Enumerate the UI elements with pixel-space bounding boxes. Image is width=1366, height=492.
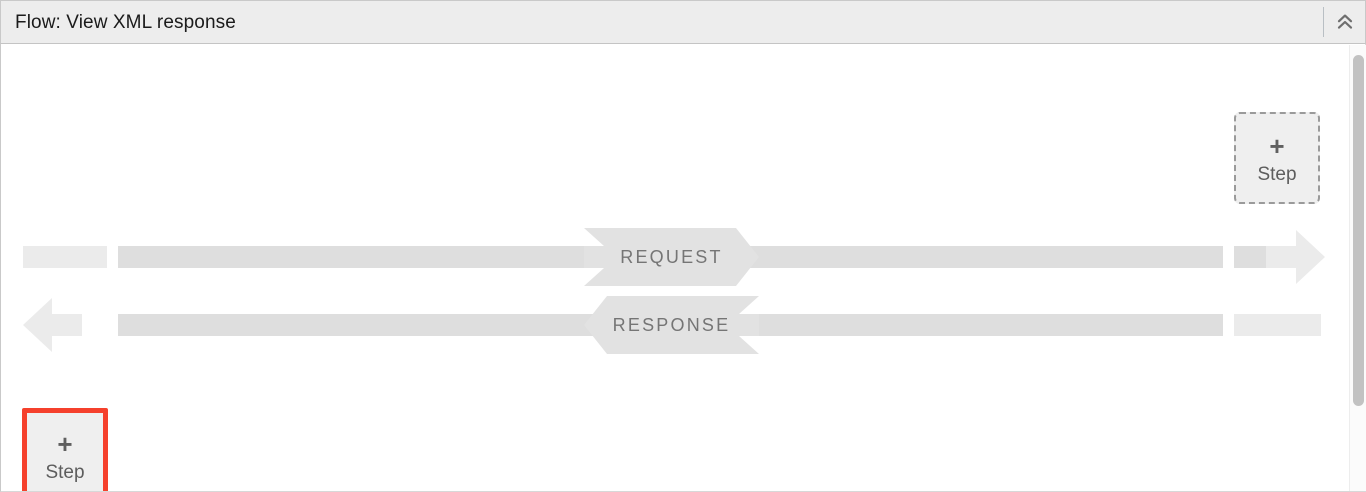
chevrons-up-icon xyxy=(1337,14,1352,29)
request-arrowhead-right-icon xyxy=(1266,230,1325,284)
collapse-panel-button[interactable] xyxy=(1324,1,1365,44)
response-arrowhead-left-icon xyxy=(23,298,82,352)
add-step-button-bottom-left[interactable]: + Step xyxy=(22,408,108,491)
page-title: Flow: View XML response xyxy=(15,11,236,33)
vertical-scrollbar-thumb[interactable] xyxy=(1353,55,1364,406)
flow-row-response: RESPONSE xyxy=(1,290,1346,360)
response-banner-shape xyxy=(584,296,759,354)
vertical-scrollbar-track[interactable] xyxy=(1349,45,1366,491)
request-left-stub xyxy=(23,246,107,268)
response-right-stub xyxy=(1234,314,1321,336)
panel-header: Flow: View XML response xyxy=(0,0,1366,44)
add-step-label: Step xyxy=(1257,163,1297,185)
flow-row-request: REQUEST xyxy=(1,222,1346,292)
request-banner-shape xyxy=(584,228,759,286)
plus-icon: + xyxy=(1269,130,1285,161)
response-banner-label: RESPONSE xyxy=(612,314,731,335)
request-banner-label: REQUEST xyxy=(620,246,723,267)
header-divider xyxy=(1323,7,1324,37)
response-banner: RESPONSE xyxy=(584,290,759,360)
add-step-button-top-right[interactable]: + Step xyxy=(1234,112,1320,204)
flow-canvas: + Step REQUEST xyxy=(0,44,1366,492)
request-banner: REQUEST xyxy=(584,222,759,292)
add-step-label: Step xyxy=(45,461,85,483)
plus-icon: + xyxy=(57,428,73,459)
